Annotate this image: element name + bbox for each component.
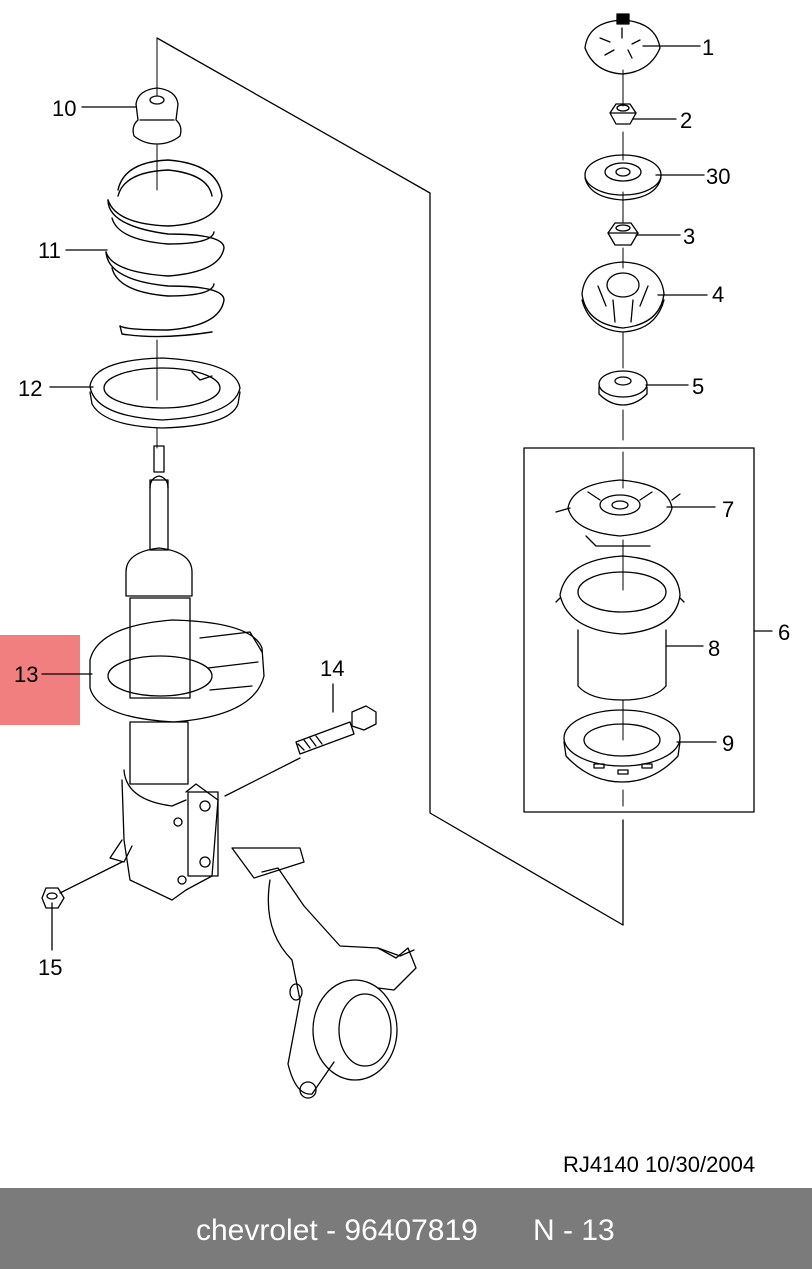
part-7-bearing bbox=[555, 479, 681, 547]
strut-knuckle-bracket bbox=[109, 779, 219, 901]
part-30-plate bbox=[584, 154, 662, 201]
footer-page: N - 13 bbox=[533, 1214, 615, 1247]
callout-11: 11 bbox=[38, 238, 61, 263]
callout-14: 14 bbox=[320, 656, 345, 681]
footer-bar: chevrolet - 96407819 N - 13 bbox=[0, 1188, 812, 1269]
part-2-nut bbox=[609, 103, 637, 125]
callout-5: 5 bbox=[692, 374, 705, 399]
callout-8: 8 bbox=[708, 636, 721, 661]
drawing-reference: RJ4140 10/30/2004 bbox=[563, 1152, 756, 1177]
part-11-coil-spring bbox=[105, 159, 225, 338]
part-12-spring-pad bbox=[89, 357, 241, 429]
callout-1: 1 bbox=[702, 35, 715, 60]
part-4-strut-mount bbox=[581, 261, 665, 333]
callout-10: 10 bbox=[52, 96, 77, 121]
callout-13: 13 bbox=[14, 662, 39, 687]
part-3-nut bbox=[607, 222, 639, 246]
callout-30: 30 bbox=[706, 164, 731, 189]
callout-4: 4 bbox=[712, 282, 725, 307]
part-8-bump-stop bbox=[555, 555, 685, 701]
part-1-dust-cap bbox=[584, 13, 661, 75]
part-14-bolt bbox=[295, 705, 377, 755]
callout-2: 2 bbox=[680, 108, 693, 133]
footer-part-number: chevrolet - 96407819 bbox=[196, 1214, 478, 1247]
callout-12: 12 bbox=[18, 376, 43, 401]
highlight-part-13 bbox=[0, 635, 80, 725]
leader-lines bbox=[41, 45, 773, 951]
assembly-outline-lines bbox=[156, 37, 624, 926]
part-10-jounce-bumper bbox=[132, 87, 182, 145]
callout-6: 6 bbox=[778, 620, 791, 645]
callout-15: 15 bbox=[38, 955, 63, 980]
part-9-spring-seat bbox=[563, 709, 681, 783]
kit-box-6 bbox=[523, 447, 755, 813]
steering-knuckle bbox=[231, 847, 417, 1099]
callout-7: 7 bbox=[722, 497, 735, 522]
part-15-nut bbox=[41, 887, 65, 909]
callout-9: 9 bbox=[722, 731, 735, 756]
part-5-washer bbox=[598, 370, 648, 406]
callout-3: 3 bbox=[683, 224, 696, 249]
strut-assembly bbox=[89, 445, 265, 807]
